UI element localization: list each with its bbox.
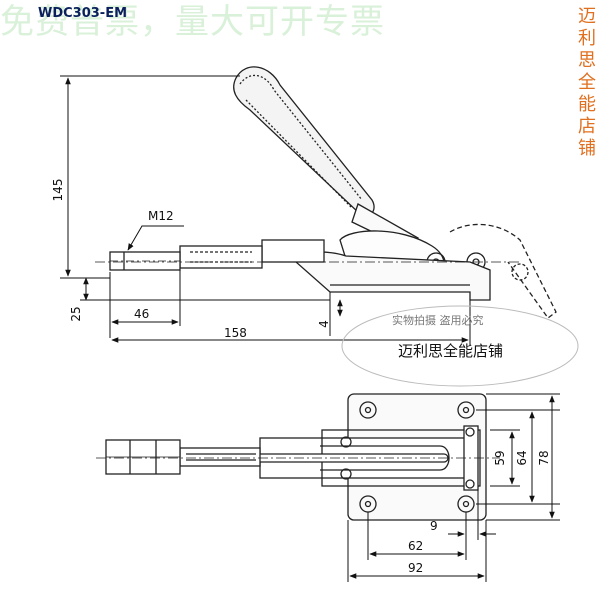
dim-46: 46 [134, 307, 149, 321]
mount-hole-2 [457, 401, 475, 419]
base-block [295, 251, 491, 301]
shop-name-vertical: 迈利思全能店铺 [578, 6, 596, 159]
dim-158: 158 [224, 326, 247, 340]
dim-25: 25 [69, 306, 83, 321]
model-number: WDC303-EM [38, 6, 128, 21]
dim-78: 78 [537, 450, 551, 465]
handle-grip [233, 66, 375, 217]
mount-hole-1 [359, 401, 377, 419]
dim-9: 9 [430, 519, 438, 533]
side-dim-labels: 145 M12 25 46 4 158 [51, 179, 331, 340]
dim-thread: M12 [148, 209, 174, 223]
top-dimensions [347, 393, 560, 582]
open-position-ghost [449, 223, 557, 319]
dim-59: 59 [493, 450, 507, 465]
watermark-small: 实物拍摄 盗用必究 [392, 313, 484, 327]
dim-64: 64 [515, 450, 529, 465]
top-rod [179, 447, 261, 467]
top-view [96, 393, 500, 521]
plunger-body [261, 239, 325, 263]
dim-4: 4 [317, 320, 331, 328]
shop-watermark: 实物拍摄 盗用必究 迈利思全能店铺 [341, 305, 579, 387]
side-dimensions [60, 75, 471, 346]
side-view [95, 66, 557, 319]
dim-92: 92 [408, 561, 423, 575]
promo-banner: 免费普票，量大可开专票 [0, 0, 560, 48]
top-dim-labels: 59 64 78 9 62 92 [408, 450, 551, 575]
dim-145: 145 [51, 179, 65, 202]
dim-62: 62 [408, 539, 423, 553]
promo-banner-text: 免费普票，量大可开专票 [0, 2, 385, 42]
watermark-main: 迈利思全能店铺 [398, 342, 503, 360]
